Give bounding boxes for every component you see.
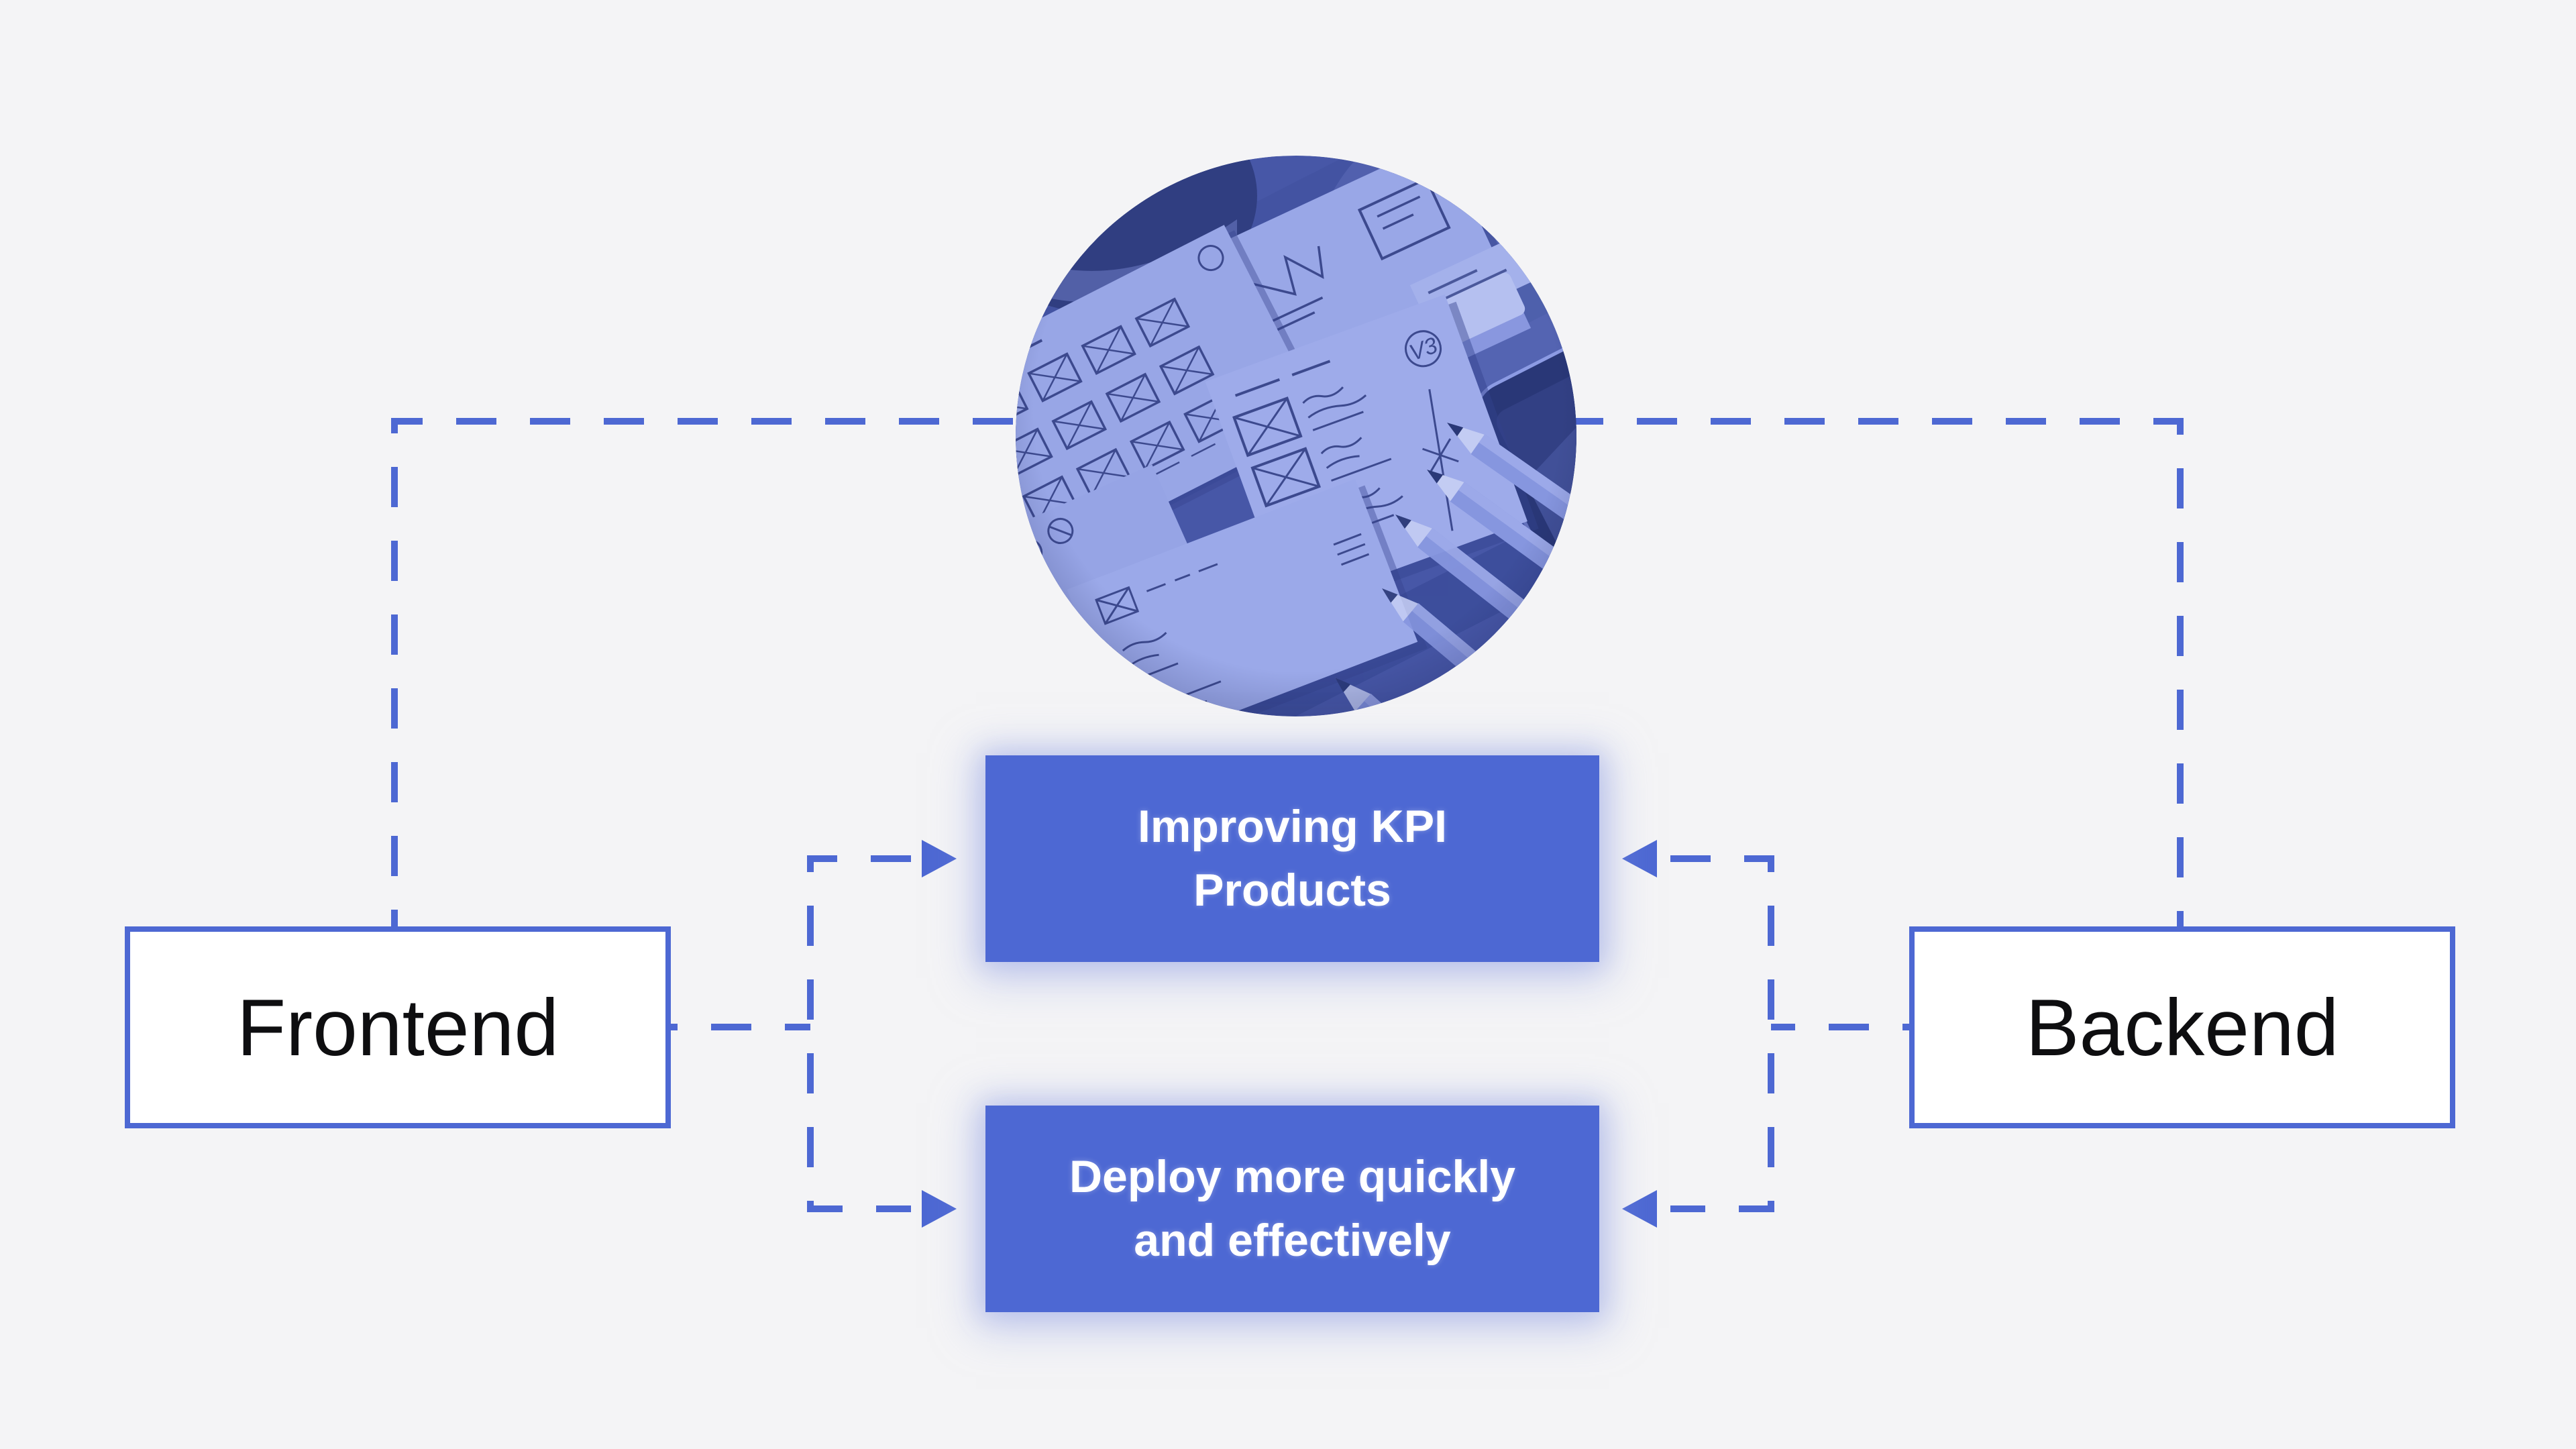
backend-node: Backend <box>1909 926 2455 1128</box>
wireframes-photo: V3 <box>1016 156 1576 716</box>
deploy-node: Deploy more quickly and effectively <box>985 1106 1599 1312</box>
arrow-left-icon <box>1622 1190 1657 1228</box>
left-branch-connector <box>807 855 911 1212</box>
right-branch-connector <box>1670 855 1774 1212</box>
frontend-node: Frontend <box>125 926 671 1128</box>
improving-kpi-line1: Improving KPI <box>1138 801 1447 852</box>
arrow-right-icon <box>922 840 957 877</box>
frontend-label: Frontend <box>236 982 559 1073</box>
deploy-line1: Deploy more quickly <box>1069 1151 1516 1202</box>
arrow-right-icon <box>922 1190 957 1228</box>
arrow-left-icon <box>1622 840 1657 877</box>
backend-label: Backend <box>2025 982 2339 1073</box>
improving-kpi-line2: Products <box>1193 865 1391 916</box>
deploy-line2: and effectively <box>1134 1215 1451 1266</box>
improving-kpi-node: Improving KPI Products <box>985 755 1599 962</box>
